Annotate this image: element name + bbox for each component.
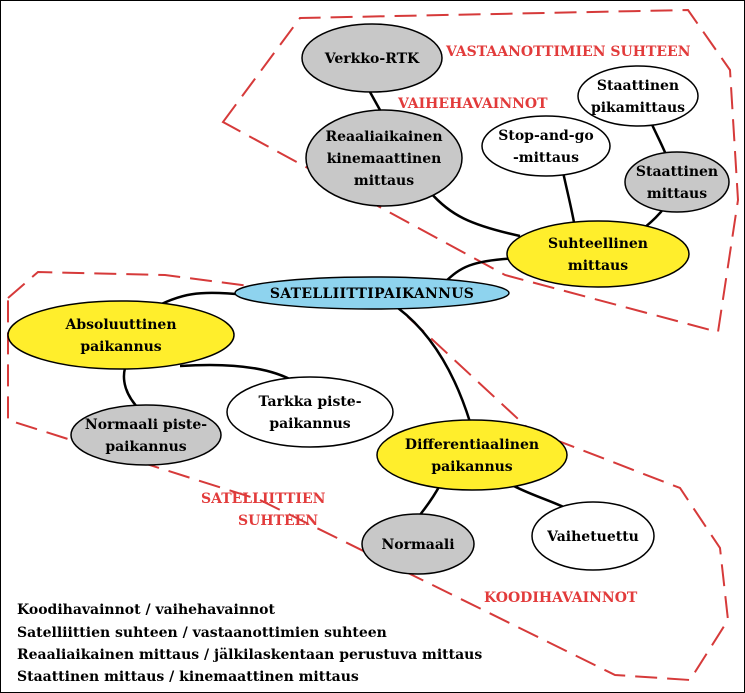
node-shape (376, 419, 568, 491)
node-label-line: Stop-and-go (498, 128, 594, 144)
edge-reaaliaikainen-verkko (368, 91, 382, 111)
node-label-line: mittaus (354, 173, 414, 189)
region-border-satellites (7, 270, 730, 682)
node-shape (577, 65, 699, 127)
edge-absoluuttinen-normaalipiste (122, 367, 141, 411)
node-shape (624, 151, 730, 213)
node-shape (301, 23, 443, 93)
node-label-line: mittaus (568, 258, 628, 274)
node-shape (226, 376, 394, 448)
node-label-line: Staattinen (597, 78, 679, 94)
node-reaaliaikainen: Reaaliaikainen kinemaattinen mittaus (305, 109, 463, 207)
node-verkko-rtk: Verkko-RTK (301, 23, 443, 93)
node-differentiaalinen: Differentiaalinen paikannus (376, 419, 568, 491)
node-normaali-piste: Normaali piste-paikannus (70, 404, 222, 466)
node-label-line: Suhteellinen (548, 236, 648, 252)
node-label-line: Differentiaalinen (405, 437, 539, 453)
node-label-line: Vaihetuettu (546, 529, 639, 545)
node-label-line: Verkko-RTK (324, 51, 420, 67)
node-label-line: Absoluuttinen (64, 317, 176, 333)
edge-center-differentiaalinen (397, 307, 472, 423)
node-label-line: paikannus (80, 339, 161, 355)
region-label-koodihavainnot: KOODIHAVAINNOT (484, 590, 638, 606)
node-shape (481, 115, 611, 177)
node-label-line: Normaali (381, 537, 454, 553)
legend-line-1: Koodihavainnot / vaihehavainnot (17, 602, 276, 618)
node-suhteellinen: Suhteellinen mittaus (506, 220, 690, 288)
node-label-line: Staattinen (636, 164, 718, 180)
legend: Koodihavainnot / vaihehavainnot Satellii… (17, 602, 482, 685)
node-label-line: paikannus (105, 439, 186, 455)
center-node-label: SATELLIITTIPAIKANNUS (270, 286, 474, 302)
legend-line-2: Satelliittien suhteen / vastaanottimien … (17, 625, 387, 641)
node-label-line: paikannus (269, 416, 350, 432)
node-normaali: Normaali (361, 513, 475, 575)
edge-differentiaalinen-normaali (418, 484, 442, 516)
region-label-vastaanottimien: VASTAANOTTIMIEN SUHTEEN (445, 44, 691, 60)
region-label-vaihehavainnot: VAIHEHAVAINNOT (397, 96, 548, 112)
legend-line-4: Staattinen mittaus / kinemaattinen mitta… (17, 669, 359, 685)
region-label-satelliittien: SATELLIITTIEN (201, 491, 326, 507)
edge-differentiaalinen-vaihetuettu (509, 482, 571, 512)
legend-line-3: Reaaliaikainen mittaus / jälkilaskentaan… (17, 647, 482, 663)
node-shape (361, 513, 475, 575)
node-stop-and-go: Stop-and-go -mittaus (481, 115, 611, 177)
node-absoluuttinen: Absoluuttinen paikannus (7, 300, 235, 370)
node-label-line: Normaali piste- (85, 417, 207, 433)
node-shape (506, 220, 690, 288)
node-label-line: mittaus (647, 186, 707, 202)
node-tarkka-piste: Tarkka piste-paikannus (226, 376, 394, 448)
region-border-receivers (221, 8, 740, 334)
node-staattinen-pika: Staattinen pikamittaus (577, 65, 699, 127)
node-vaihetuettu: Vaihetuettu (531, 501, 655, 571)
node-label-line: Tarkka piste- (258, 394, 361, 410)
edge-suhteellinen-reaaliaikainen (429, 191, 521, 238)
node-shape (7, 300, 235, 370)
node-label-line: pikamittaus (591, 100, 685, 116)
node-label-line: kinemaattinen (327, 151, 442, 167)
node-shape (531, 501, 655, 571)
edge-suhteellinen-stopgo (561, 171, 577, 229)
node-label-line: paikannus (431, 459, 512, 475)
node-label-line: -mittaus (513, 150, 579, 166)
center-node-satelliittipaikannus (234, 276, 510, 310)
node-shape (305, 109, 463, 207)
region-label-suhteen: SUHTEEN (238, 513, 318, 529)
node-shape (70, 404, 222, 466)
node-label-line: Reaaliaikainen (325, 129, 442, 145)
edge-center-suhteellinen (444, 256, 521, 283)
node-staattinen: Staattinen mittaus (624, 151, 730, 213)
